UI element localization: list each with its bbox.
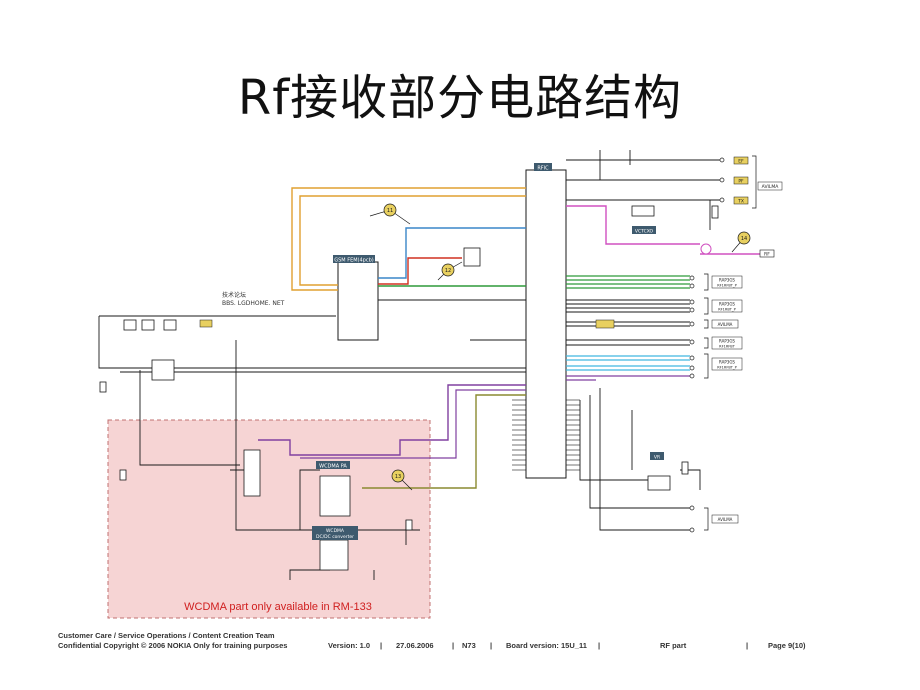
callout-13: 13 [391,469,413,491]
svg-text:TX: TX [737,199,744,205]
svg-text:RF1RFBT: RF1RFBT [719,345,736,349]
cyan-bus [566,355,690,371]
footer-separator-2: | [452,641,455,650]
footer-separator-3: | [490,641,493,650]
rap-connector-4: RAP3GS RF1RFBT_P [704,353,743,379]
main-ic [525,169,567,479]
avilma-connector-bottom: AVILMA [704,507,739,531]
footer-page: Page 9(10) [768,641,806,650]
wcdma-dcdc-label-box [312,526,358,540]
main-ic-label-box [534,163,552,171]
rf-output-node [700,243,712,255]
vreg-label: VR [654,455,660,461]
wcdma-pa-label-box [316,461,350,469]
main-ic-pin-stubs [512,399,580,471]
vreg-label-box [650,452,664,460]
svg-text:RAP3GS: RAP3GS [719,339,735,344]
trace-orange-1 [291,187,526,291]
svg-text:AVILMA: AVILMA [718,322,733,327]
callout-14: 14 [731,231,751,253]
callout-12: 12 [437,261,463,281]
watermark-line-2: BBS. LGDHOME. NET [222,300,285,307]
top-connector-pins: EF PF TX [733,155,757,209]
trace-purple [258,384,526,456]
rap-connector-1: RAP3GS RF1RFBT_P [704,273,743,291]
rap-connector-2: RAP3GS RF1RBT_P [704,297,743,315]
wire-end-nodes [689,157,725,533]
svg-text:14: 14 [741,236,747,242]
slide-title: Rf接收部分电路结构 [237,70,683,126]
black-wiring [98,150,720,580]
trace-magenta [566,205,700,245]
gsm-fem-label: GSM FEM(4pcb) [334,258,374,264]
wcdma-dcdc-label-1: WCDMA [326,528,345,534]
trace-blue [378,227,526,279]
trace-orange-2 [299,195,526,286]
footer-separator-5: | [746,641,749,650]
footer-separator-4: | [598,641,601,650]
wcdma-dcdc-label-2: DC/DC converter [316,534,354,540]
green-bus [566,275,690,289]
wcdma-pa-label: WCDMA PA [319,464,347,470]
svg-text:11: 11 [387,208,393,214]
vco-label-box [632,226,656,234]
svg-text:RAP3GS: RAP3GS [719,360,735,365]
footer-section: RF part [660,641,687,650]
footer-copyright: Confidential Copyright © 2006 NOKIA Only… [58,641,288,650]
footer-team: Customer Care / Service Operations / Con… [58,631,275,640]
vco-label: VCTCXO [635,229,654,235]
footer-model: N73 [462,641,476,650]
gsm-fem-label-box [333,255,375,263]
rap-connector-3: RAP3GS RF1RFBT [704,336,743,350]
svg-text:RAP3GS: RAP3GS [719,278,735,283]
purple-bus [566,375,690,381]
svg-text:12: 12 [445,268,451,274]
rf-label: RF [764,252,770,258]
top-group-label-box [757,181,783,191]
rf-label-box [759,249,775,258]
trace-red [378,257,462,285]
footer-date: 27.06.2006 [396,641,434,650]
svg-text:RAP3GS: RAP3GS [719,302,735,307]
trace-purple-2 [300,389,526,459]
yellow-tag-mid [595,319,615,329]
top-group-label: AVILMA [762,184,780,190]
trace-olive [362,394,526,489]
footer-version: Version: 1.0 [328,641,371,650]
main-ic-label: RFIC [537,166,549,172]
wcdma-region [107,419,431,619]
small-components [99,205,719,571]
callout-11: 11 [369,203,411,225]
svg-text:EF: EF [738,159,744,165]
svg-text:13: 13 [395,474,401,480]
footer-separator-1: | [380,641,383,650]
svg-text:RF1RBT_P: RF1RBT_P [718,308,736,312]
svg-text:RF1RFBT_P: RF1RFBT_P [717,284,737,288]
avilma-connector-mid: AVILMA [704,319,739,329]
watermark-line-1: 技术论坛 [222,291,246,299]
wcdma-note: WCDMA part only available in RM-133 [184,601,372,613]
svg-text:AVILMA: AVILMA [718,517,733,522]
footer: Customer Care / Service Operations / Con… [58,629,878,659]
svg-text:PF: PF [738,179,744,185]
footer-board: Board version: 15U_11 [506,641,587,650]
yellow-tag-left [199,319,213,328]
svg-text:RF1RFBT_P: RF1RFBT_P [717,366,737,370]
gsm-fem [337,261,379,341]
